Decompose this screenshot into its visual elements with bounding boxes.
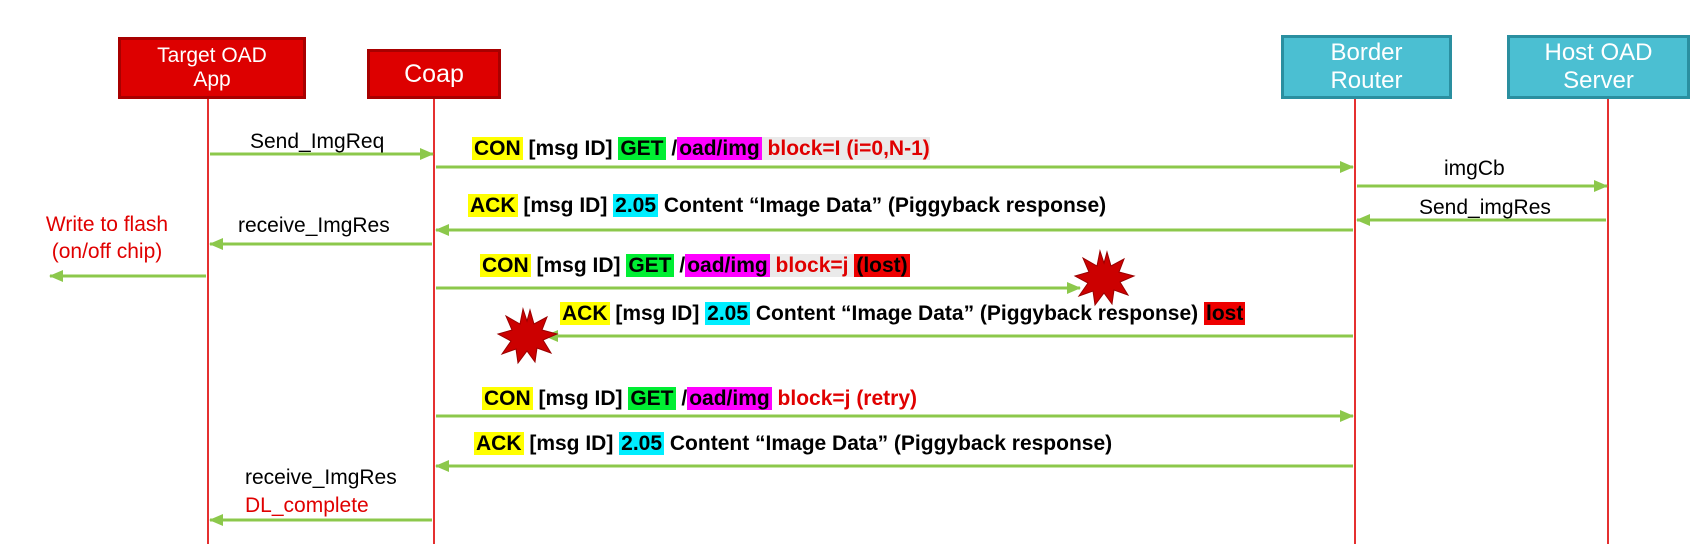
- message-ack-lost: ACK [msg ID] 2.05 Content “Image Data” (…: [560, 302, 1246, 326]
- participant-label: Target OAD App: [157, 43, 267, 91]
- message-ack-piggyback-2: ACK [msg ID] 2.05 Content “Image Data” (…: [474, 432, 1112, 456]
- path-tag: oad/img: [687, 387, 772, 410]
- label-write-to-flash: Write to flash (on/off chip): [45, 213, 169, 264]
- get-tag: GET: [628, 387, 676, 410]
- ack-tag: ACK: [468, 194, 518, 217]
- message-con-get-block-j-lost: CON [msg ID] GET /oad/img block=j (lost): [480, 254, 910, 278]
- label-send-imgreq: Send_ImgReq: [250, 130, 385, 153]
- ack-tag: ACK: [474, 432, 524, 455]
- content-text: Content “Image Data” (Piggyback response…: [658, 194, 1107, 217]
- label-send-imgres: Send_imgRes: [1419, 196, 1551, 219]
- lifeline-coap: [433, 99, 435, 544]
- slash: /: [673, 254, 686, 277]
- participant-label: Host OAD Server: [1544, 39, 1653, 94]
- block-text: block=j (retry): [771, 387, 918, 410]
- lifeline-target: [207, 99, 209, 544]
- lost-tag: lost: [1203, 302, 1246, 325]
- loss-burst-icon: [496, 307, 559, 365]
- message-con-get-block-j-retry: CON [msg ID] GET /oad/img block=j (retry…: [482, 387, 917, 411]
- lifeline-host: [1607, 99, 1609, 544]
- path-tag: oad/img: [685, 254, 770, 277]
- content-text: Content “Image Data” (Piggyback response…: [750, 302, 1204, 325]
- msg-id: [msg ID]: [530, 254, 627, 277]
- label-imgcb: imgCb: [1444, 157, 1505, 180]
- slash: /: [675, 387, 688, 410]
- label-receive-imgres-2: receive_ImgRes: [245, 466, 397, 489]
- participant-label: Coap: [404, 59, 464, 88]
- msg-id: [msg ID]: [517, 194, 614, 217]
- label-receive-imgres-1: receive_ImgRes: [238, 214, 390, 237]
- get-tag: GET: [618, 137, 666, 160]
- message-con-get-block-i: CON [msg ID] GET /oad/img block=I (i=0,N…: [472, 137, 930, 161]
- participant-label: Border Router: [1330, 39, 1403, 94]
- code-tag: 2.05: [619, 432, 665, 455]
- participant-host-oad-server: Host OAD Server: [1507, 35, 1690, 99]
- label-dl-complete: DL_complete: [245, 494, 369, 517]
- participant-border-router: Border Router: [1281, 35, 1452, 99]
- con-tag: CON: [480, 254, 531, 277]
- con-tag: CON: [472, 137, 523, 160]
- get-tag: GET: [626, 254, 674, 277]
- participant-coap: Coap: [367, 49, 501, 99]
- participant-target-oad-app: Target OAD App: [118, 37, 306, 99]
- loss-burst-icon: [1073, 249, 1136, 307]
- path-tag: oad/img: [677, 137, 762, 160]
- code-tag: 2.05: [705, 302, 751, 325]
- msg-id: [msg ID]: [523, 432, 620, 455]
- slash: /: [665, 137, 678, 160]
- msg-id: [msg ID]: [532, 387, 629, 410]
- lifeline-border-router: [1354, 99, 1356, 544]
- code-tag: 2.05: [613, 194, 659, 217]
- content-text: Content “Image Data” (Piggyback response…: [664, 432, 1113, 455]
- block-text: block=j: [769, 254, 855, 277]
- msg-id: [msg ID]: [522, 137, 619, 160]
- con-tag: CON: [482, 387, 533, 410]
- msg-id: [msg ID]: [609, 302, 706, 325]
- ack-tag: ACK: [560, 302, 610, 325]
- message-ack-piggyback-1: ACK [msg ID] 2.05 Content “Image Data” (…: [468, 194, 1106, 218]
- block-text: block=I (i=0,N-1): [761, 137, 930, 160]
- lost-tag: (lost): [854, 254, 910, 277]
